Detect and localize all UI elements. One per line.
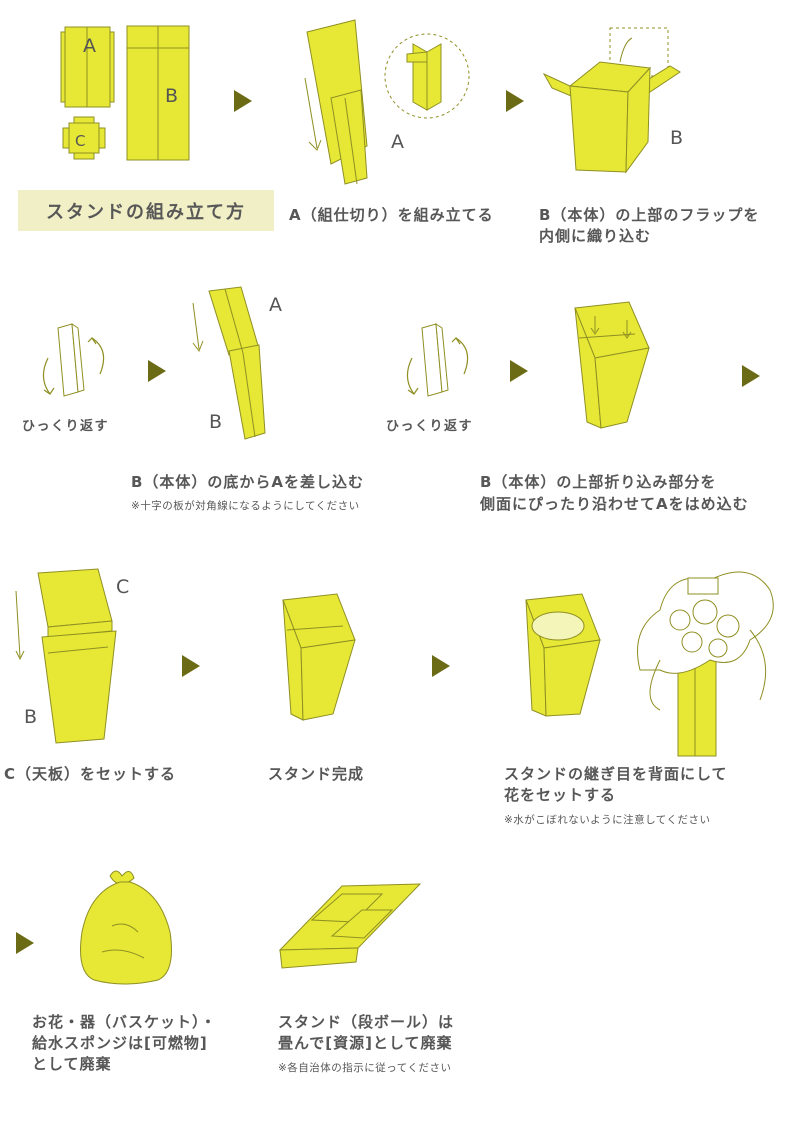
step1-caption: A（組仕切り）を組み立てる xyxy=(289,206,494,224)
flip-box-illustration xyxy=(406,323,469,397)
arrow-right-icon xyxy=(742,365,760,387)
trash-bag-illustration xyxy=(80,870,172,985)
arrow-right-icon xyxy=(16,932,34,954)
folded-box-illustration xyxy=(278,883,422,969)
part-c-label: C xyxy=(75,132,85,150)
step5-c-label: C xyxy=(116,576,129,598)
flip-label-2: ひっくり返す xyxy=(386,419,474,434)
step7-caption-line1: スタンドの継ぎ目を背面にして xyxy=(504,765,728,783)
step5-b-label: B xyxy=(24,706,37,728)
step3-b-label: B xyxy=(209,411,222,433)
step1-a-label: A xyxy=(391,131,404,153)
fit-a-illustration xyxy=(574,301,650,429)
step8-caption-line1: お花・器（バスケット）・ xyxy=(32,1013,217,1031)
insert-a-illustration: A B xyxy=(192,286,282,440)
step4-caption-line1: B（本体）の上部折り込み部分を xyxy=(480,473,717,491)
step3-note: ※十字の板が対角線になるようにしてください xyxy=(131,500,360,512)
step3-caption: B（本体）の底からAを差し込む xyxy=(131,473,365,491)
step6-caption: スタンド完成 xyxy=(268,765,365,783)
page-title: スタンドの組み立て方 xyxy=(46,201,246,223)
arrow-right-icon xyxy=(510,360,528,382)
set-flowers-illustration xyxy=(525,571,774,757)
step8-caption-line2: 給水スポンジは[可燃物] xyxy=(32,1034,208,1052)
flip-label-1: ひっくり返す xyxy=(22,419,110,434)
set-top-illustration: C B xyxy=(15,568,129,744)
arrow-right-icon xyxy=(234,90,252,112)
step5-caption: C（天板）をセットする xyxy=(4,765,177,783)
part-b-label: B xyxy=(165,85,178,107)
step9-caption-line2: 畳んで[資源]として廃棄 xyxy=(278,1034,453,1052)
fold-flap-illustration: B xyxy=(542,27,683,174)
stand-complete-illustration xyxy=(282,593,356,721)
step9-caption-line1: スタンド（段ボール）は xyxy=(278,1013,455,1031)
step2-b-label: B xyxy=(670,127,683,149)
flip-box-illustration xyxy=(42,323,105,397)
step2-caption-line2: 内側に織り込む xyxy=(539,227,652,245)
arrow-right-icon xyxy=(506,90,524,112)
arrow-right-icon xyxy=(432,655,450,677)
step2-caption-line1: B（本体）の上部のフラップを xyxy=(539,206,760,224)
title-box: スタンドの組み立て方 xyxy=(18,190,274,231)
step4-caption-line2: 側面にぴったり沿わせてAをはめ込む xyxy=(480,495,749,513)
step3-a-label: A xyxy=(269,294,282,316)
step7-note: ※水がこぼれないように注意してください xyxy=(504,814,711,826)
step9-note: ※各自治体の指示に従ってください xyxy=(278,1062,452,1074)
part-a-label: A xyxy=(83,35,96,57)
parts-illustration: A C B xyxy=(60,25,190,161)
assemble-a-illustration: A xyxy=(304,19,470,185)
step7-caption-line2: 花をセットする xyxy=(504,786,617,804)
arrow-right-icon xyxy=(182,655,200,677)
step8-caption-line3: として廃棄 xyxy=(32,1055,112,1073)
arrow-right-icon xyxy=(148,360,166,382)
